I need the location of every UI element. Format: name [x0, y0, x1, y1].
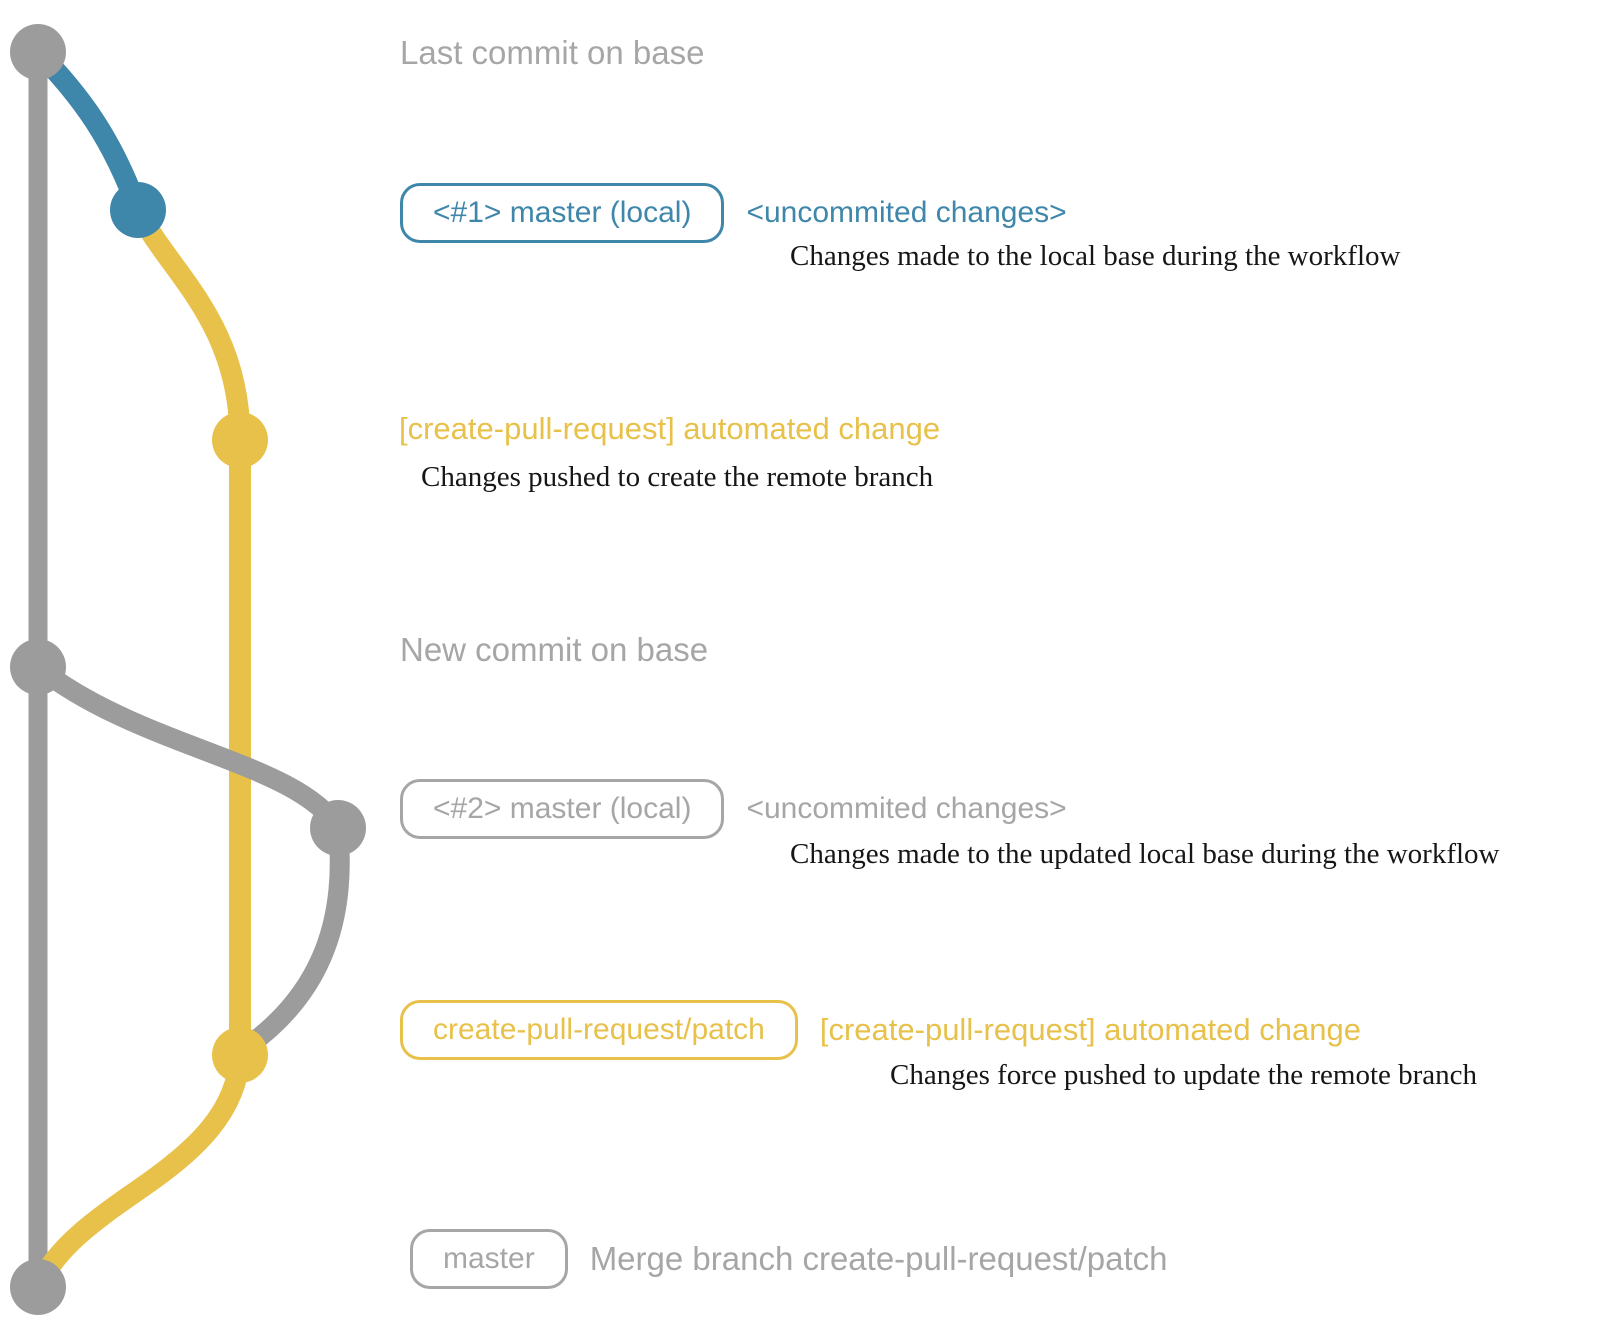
merge-message: Merge branch create-pull-request/patch: [589, 1240, 1168, 1277]
commit-message-2: [create-pull-request] automated change: [399, 411, 941, 446]
commit-dot-merge: [10, 1259, 66, 1315]
branch-badge-master-local-1: <#1> master (local): [400, 183, 725, 243]
commit-message-1: <uncommited changes>: [746, 196, 1067, 229]
local-branch-2-curve-in: [231, 818, 350, 1061]
commit-dot-last-base: [10, 24, 66, 80]
local-branch-curve: [27, 41, 149, 221]
note-commit-3: Changes made to the updated local base d…: [790, 838, 1500, 870]
caption-last-commit-on-base: Last commit on base: [400, 34, 705, 71]
row-merge: master Merge branch create-pull-request/…: [410, 1229, 1168, 1289]
branch-badge-master-local-2: <#2> master (local): [400, 779, 725, 839]
commit-message-4: [create-pull-request] automated change: [819, 1012, 1361, 1047]
note-commit-4: Changes force pushed to update the remot…: [890, 1059, 1478, 1091]
row-commit-4: create-pull-request/patch [create-pull-r…: [400, 1000, 1361, 1060]
merge-curve: [27, 1044, 251, 1298]
commit-dot-new-base: [10, 639, 66, 695]
commit-dot-patch-2: [212, 1027, 268, 1083]
row-commit-1: <#1> master (local) <uncommited changes>: [400, 183, 1067, 243]
commit-graph: [10, 24, 366, 1315]
patch-branch-curve-top: [127, 199, 251, 451]
note-commit-1: Changes made to the local base during th…: [790, 240, 1401, 272]
branch-badge-master: master: [410, 1229, 568, 1289]
commit-message-3: <uncommited changes>: [746, 792, 1067, 825]
row-commit-3: <#2> master (local) <uncommited changes>: [400, 779, 1067, 839]
branch-badge-patch: create-pull-request/patch: [400, 1000, 798, 1060]
caption-new-commit-on-base: New commit on base: [400, 631, 709, 668]
commit-dot-local-2: [310, 800, 366, 856]
note-commit-2: Changes pushed to create the remote bran…: [421, 461, 934, 493]
local-branch-2-curve-out: [28, 657, 348, 838]
commit-dot-patch-1: [212, 412, 268, 468]
commit-dot-local-1: [110, 182, 166, 238]
